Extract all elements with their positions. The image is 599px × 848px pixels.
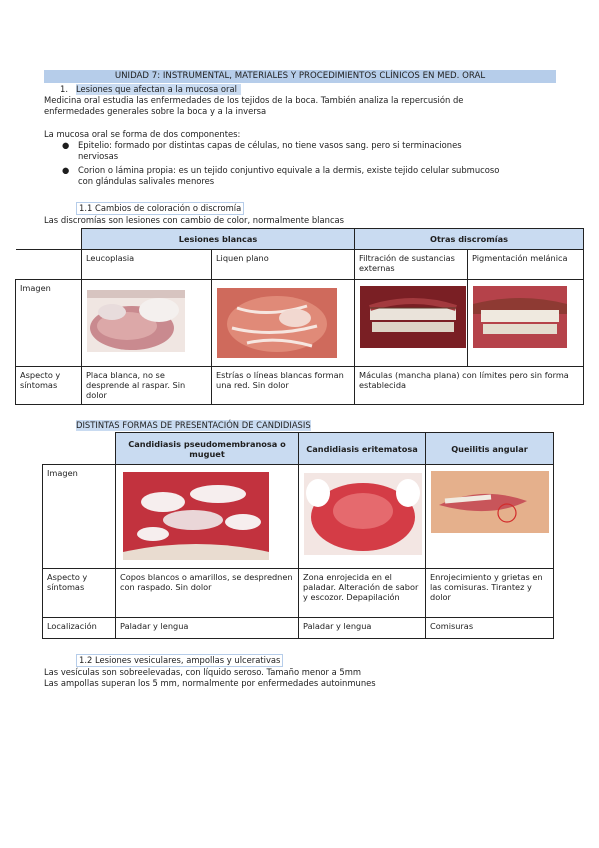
section-1-heading: Lesiones que afectan a la mucosa oral xyxy=(76,84,241,95)
bullet-1-line-1: Epitelio: formado por distintas capas de… xyxy=(78,140,462,150)
pigmentacion-image-cell xyxy=(467,279,585,367)
header-otras-discromias: Otras discromías xyxy=(354,228,585,250)
row-label-imagen: Imagen xyxy=(15,279,82,367)
col-pigmentacion: Pigmentación melánica xyxy=(467,249,585,280)
row-label-imagen: Imagen xyxy=(42,464,116,569)
candidiasis-table: Candidiasis pseudomembranosa o muguet Ca… xyxy=(42,432,554,639)
subsection-1-2-line-1: Las vesículas son sobreelevadas, con líq… xyxy=(44,667,362,677)
intro-line-2: enfermedades generales sobre la boca y a… xyxy=(44,106,267,116)
row-label-localizacion: Localización xyxy=(42,617,116,639)
aspect-eritematosa: Zona enrojecida en el paladar. Alteració… xyxy=(298,568,426,618)
eritematosa-image-cell xyxy=(298,464,426,569)
liquen-plano-image xyxy=(217,288,337,358)
eritematosa-image xyxy=(304,473,422,555)
bullet-1-line-2: nerviosas xyxy=(78,151,119,161)
col-eritematosa: Candidiasis eritematosa xyxy=(298,432,426,465)
subsection-1-1-heading: 1.1 Cambios de coloración o discromía xyxy=(76,202,245,215)
intro-line-1: Medicina oral estudia las enfermedades d… xyxy=(44,95,464,105)
candidiasis-heading: DISTINTAS FORMAS DE PRESENTACIÓN DE CAND… xyxy=(76,420,311,431)
filtracion-image xyxy=(360,286,467,348)
aspect-liquen: Estrías o líneas blancas forman una red.… xyxy=(210,366,356,405)
bullet-dot-icon: ● xyxy=(62,140,70,150)
location-queilitis: Comisuras xyxy=(425,617,554,639)
aspect-leucoplasia: Placa blanca, no se desprende al raspar.… xyxy=(81,366,212,405)
empty-cell xyxy=(15,249,82,280)
mucosa-intro: La mucosa oral se forma de dos component… xyxy=(44,129,241,139)
aspect-pseudomembranosa: Copos blancos o amarillos, se desprednen… xyxy=(115,568,299,618)
header-lesiones-blancas: Lesiones blancas xyxy=(80,228,356,250)
aspect-otras: Máculas (mancha plana) con límites pero … xyxy=(354,366,585,405)
col-liquen-plano: Liquen plano xyxy=(210,249,356,280)
subsection-1-2-heading: 1.2 Lesiones vesiculares, ampollas y ulc… xyxy=(76,654,284,667)
bullet-2-line-2: con glándulas salivales menores xyxy=(78,176,215,186)
filtracion-image-cell xyxy=(354,279,469,367)
discromia-table: Lesiones blancas Otras discromías Leucop… xyxy=(15,228,585,405)
empty-cell xyxy=(15,228,82,250)
pseudomembranosa-image xyxy=(123,472,269,560)
location-pseudomembranosa: Paladar y lengua xyxy=(115,617,299,639)
col-leucoplasia: Leucoplasia xyxy=(81,249,212,280)
queilitis-image xyxy=(431,471,549,533)
subsection-1-1-text: Las discromías son lesiones con cambio d… xyxy=(44,215,345,225)
col-queilitis: Queilitis angular xyxy=(425,432,554,465)
pigmentacion-image xyxy=(473,286,568,348)
bullet-dot-icon: ● xyxy=(62,165,70,175)
location-eritematosa: Paladar y lengua xyxy=(298,617,426,639)
row-label-aspecto: Aspecto y síntomas xyxy=(42,568,116,618)
section-1-number: 1. xyxy=(60,84,68,94)
empty-cell xyxy=(42,432,116,465)
col-filtracion: Filtración de sustancias externas xyxy=(354,249,469,280)
col-pseudomembranosa: Candidiasis pseudomembranosa o muguet xyxy=(115,432,299,465)
liquen-plano-image-cell xyxy=(210,279,356,367)
row-label-aspecto: Aspecto y síntomas xyxy=(15,366,82,405)
subsection-1-2-line-2: Las ampollas superan los 5 mm, normalmen… xyxy=(44,678,376,688)
pseudomembranosa-image-cell xyxy=(115,464,299,569)
page-title: UNIDAD 7: INSTRUMENTAL, MATERIALES Y PRO… xyxy=(44,70,556,83)
leucoplasia-image xyxy=(87,290,185,352)
aspect-queilitis: Enrojecimiento y grietas en las comisura… xyxy=(425,568,554,618)
queilitis-image-cell xyxy=(425,464,554,569)
leucoplasia-image-cell xyxy=(81,279,212,367)
bullet-2-line-1: Corion o lámina propia: es un tejido con… xyxy=(78,165,500,175)
